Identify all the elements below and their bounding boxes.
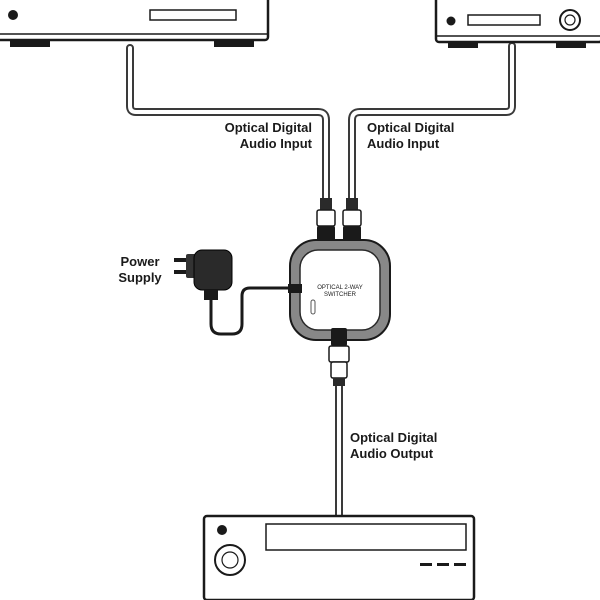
- label-power-supply: Power Supply: [112, 254, 168, 286]
- optical-cable-right: [348, 42, 516, 204]
- label-line: Audio Input: [239, 136, 312, 151]
- switcher-label: OPTICAL 2-WAY SWITCHER: [310, 285, 370, 299]
- label-optical-input-left: Optical Digital Audio Input: [190, 120, 312, 152]
- optical-connector-left: [316, 198, 336, 244]
- optical-connector-output: [328, 328, 350, 386]
- optical-cable-left: [126, 44, 330, 204]
- label-line: Supply: [118, 270, 162, 285]
- power-adapter: [174, 249, 233, 300]
- source-device-right: [434, 0, 600, 48]
- power-cable: [209, 286, 302, 336]
- label-line: OPTICAL 2-WAY: [317, 285, 363, 291]
- label-line: SWITCHER: [324, 292, 356, 298]
- label-line: Audio Input: [367, 136, 440, 151]
- label-optical-input-right: Optical Digital Audio Input: [367, 120, 497, 152]
- label-line: Optical Digital: [224, 120, 312, 135]
- label-line: Audio Output: [350, 446, 434, 461]
- optical-connector-right: [342, 198, 362, 244]
- label-line: Power: [120, 254, 160, 269]
- label-line: Optical Digital: [350, 430, 438, 445]
- output-receiver: [202, 514, 476, 600]
- label-line: Optical Digital: [367, 120, 455, 135]
- source-device-left: [0, 0, 270, 47]
- label-optical-output: Optical Digital Audio Output: [350, 430, 480, 462]
